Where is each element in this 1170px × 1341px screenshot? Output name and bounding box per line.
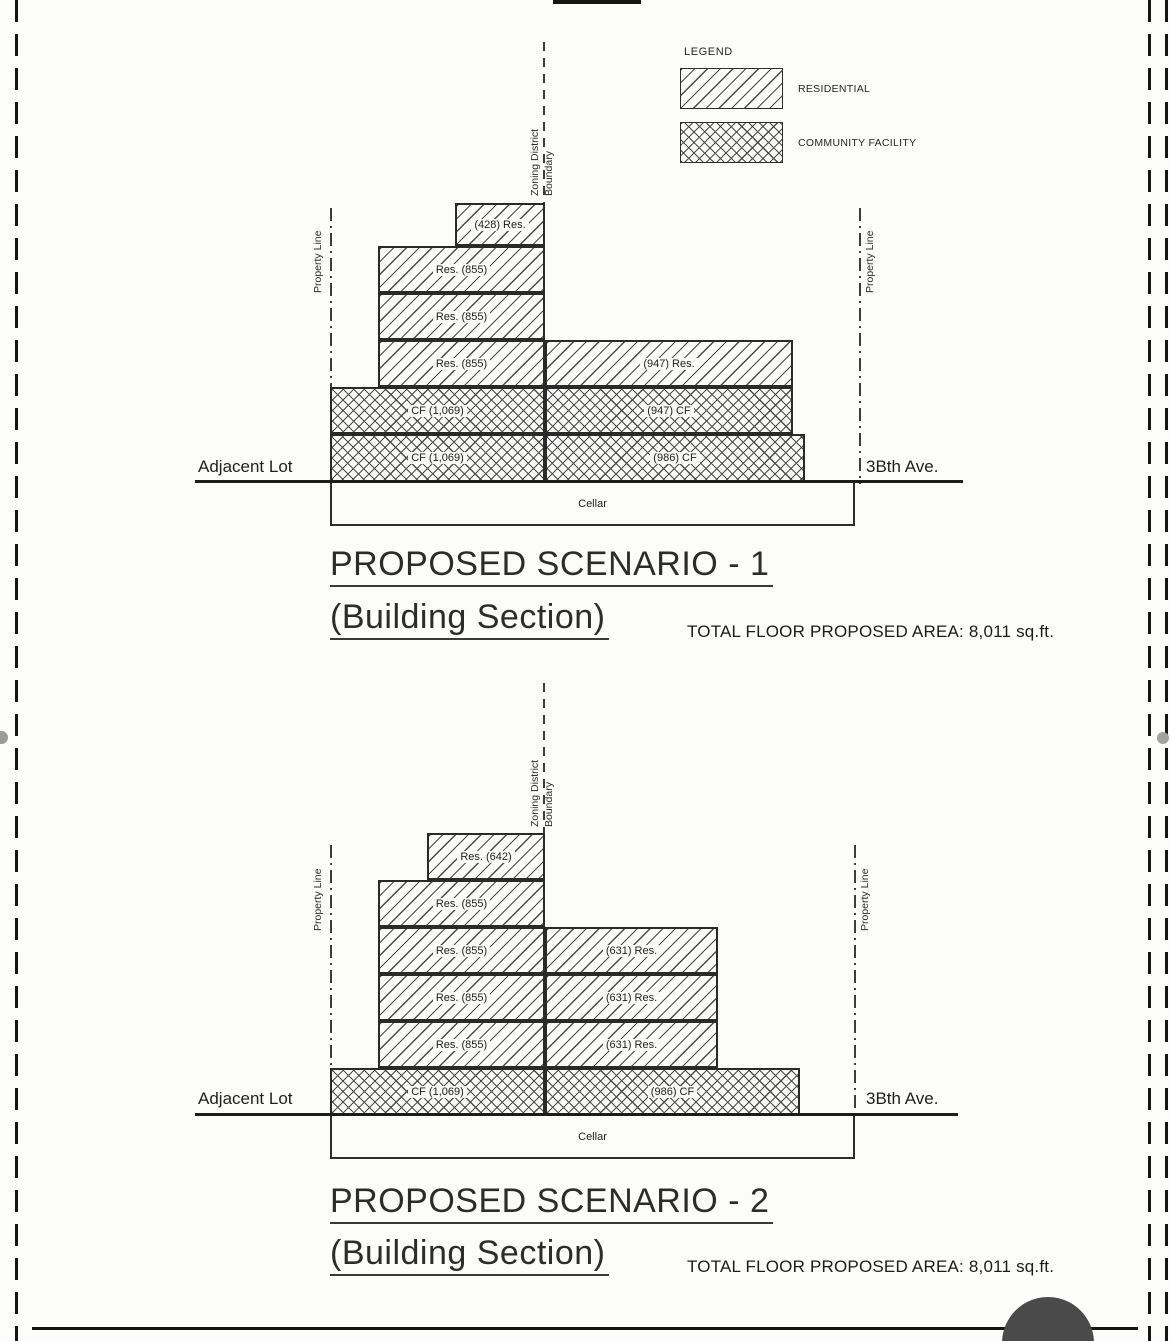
floor-area-label: Res. (855) <box>432 310 491 323</box>
floor-segment: (947) CF <box>545 387 793 434</box>
floor-area-label: Res. (855) <box>432 263 491 276</box>
binder-dot-left <box>0 731 8 744</box>
floor-segment: CF (1,069) <box>330 434 545 482</box>
legend-title: LEGEND <box>684 46 733 58</box>
floor-area-label: CF (1,069) <box>408 452 467 464</box>
sheet-border-left <box>15 0 18 1341</box>
floor-area-label: (947) Res. <box>640 357 698 370</box>
floor-segment: (631) Res. <box>545 927 718 974</box>
floor-segment: Res. (855) <box>378 974 545 1021</box>
scenario-2-subtitle: (Building Section) <box>330 1234 610 1276</box>
legend-label-community-facility: COMMUNITY FACILITY <box>798 136 917 149</box>
floor-segment: Res. (855) <box>378 293 545 340</box>
zoning-district-boundary-label: Zoning District Boundary <box>529 760 556 827</box>
scenario-1-total-area: TOTAL FLOOR PROPOSED AREA: 8,011 sq.ft. <box>687 622 1055 641</box>
floor-segment: (631) Res. <box>545 974 718 1021</box>
zoning-label-line2: Boundary <box>542 782 555 827</box>
floor-segment: Res. (855) <box>378 246 545 293</box>
zoning-label-line2: Boundary <box>542 151 555 196</box>
scenario-1-title: PROPOSED SCENARIO - 1 <box>330 545 774 587</box>
property-line-right-label: Property Line <box>859 868 871 931</box>
floor-area-label: (947) CF <box>644 404 694 417</box>
zoning-label-line1: Zoning District <box>529 128 541 196</box>
floor-area-label: Res. (855) <box>432 357 491 370</box>
cellar-label: Cellar <box>575 1130 610 1143</box>
floor-segment: Res. (642) <box>427 833 545 880</box>
floor-area-label: Res. (855) <box>432 944 491 957</box>
zoning-label-line1: Zoning District <box>529 759 541 827</box>
adjacent-lot-label: Adjacent Lot <box>198 1089 293 1108</box>
crop-artifact-line <box>553 0 641 4</box>
sheet-border-right-edge <box>1165 0 1168 1341</box>
floor-area-label: (986) CF <box>650 452 700 464</box>
scenario-1-subtitle: (Building Section) <box>330 598 610 640</box>
floor-area-label: Res. (855) <box>432 1038 491 1051</box>
legend-item-residential: RESIDENTIAL <box>680 68 916 109</box>
floor-segment: Res. (855) <box>378 1021 545 1068</box>
adjacent-lot-label: Adjacent Lot <box>198 457 293 476</box>
residential-hatch-swatch <box>680 68 783 109</box>
floor-segment: (428) Res. <box>455 203 545 246</box>
floor-area-label: (631) Res. <box>602 991 661 1004</box>
property-line-right <box>854 845 856 1115</box>
zoning-district-boundary-line <box>543 683 545 833</box>
floor-segment: CF (1,069) <box>330 1068 545 1115</box>
street-name-label: 3Bth Ave. <box>866 457 939 476</box>
property-line-left <box>330 845 332 1115</box>
ground-line <box>195 1113 958 1116</box>
floor-area-label: Res. (855) <box>432 991 491 1004</box>
street-name-label: 3Bth Ave. <box>866 1089 939 1108</box>
property-line-left-label: Property Line <box>312 868 324 931</box>
floor-segment: CF (1,069) <box>330 387 545 434</box>
legend: LEGEND RESIDENTIAL COMMUNITY FACILITY <box>680 46 916 176</box>
property-line-left-label: Property Line <box>312 230 324 293</box>
sheet-border-right <box>1148 0 1151 1341</box>
floor-segment: Res. (855) <box>378 927 545 974</box>
scenario-2-total-area: TOTAL FLOOR PROPOSED AREA: 8,011 sq.ft. <box>687 1257 1055 1276</box>
scenario-2-title: PROPOSED SCENARIO - 2 <box>330 1182 774 1224</box>
floor-segment: (986) CF <box>545 1068 800 1115</box>
floor-segment: (631) Res. <box>545 1021 718 1068</box>
floor-area-label: Res. (855) <box>432 897 491 910</box>
floor-segment: (986) CF <box>545 434 805 482</box>
floor-area-label: Res. (642) <box>457 850 515 863</box>
floor-area-label: (631) Res. <box>602 1038 661 1051</box>
zoning-district-boundary-line <box>543 42 545 203</box>
property-line-right-label: Property Line <box>864 230 876 293</box>
legend-item-community-facility: COMMUNITY FACILITY <box>680 122 916 163</box>
ground-line <box>195 480 963 483</box>
floor-segment: Res. (855) <box>378 340 545 387</box>
property-line-right <box>859 208 861 484</box>
floor-area-label: (428) Res. <box>471 218 529 231</box>
floor-area-label: CF (1,069) <box>408 1085 467 1098</box>
cellar-label: Cellar <box>575 497 610 510</box>
floor-segment: (947) Res. <box>545 340 793 387</box>
floor-area-label: (986) CF <box>647 1085 698 1098</box>
floor-segment: Res. (855) <box>378 880 545 927</box>
floor-area-label: (631) Res. <box>602 944 661 957</box>
community-facility-hatch-swatch <box>680 122 783 163</box>
property-line-left <box>330 208 332 484</box>
floor-area-label: CF (1,069) <box>408 404 467 417</box>
zoning-district-boundary-label: Zoning District Boundary <box>529 129 556 196</box>
sheet-border-bottom <box>32 1327 1138 1330</box>
binder-dot-right <box>1157 732 1169 744</box>
legend-label-residential: RESIDENTIAL <box>798 82 871 95</box>
